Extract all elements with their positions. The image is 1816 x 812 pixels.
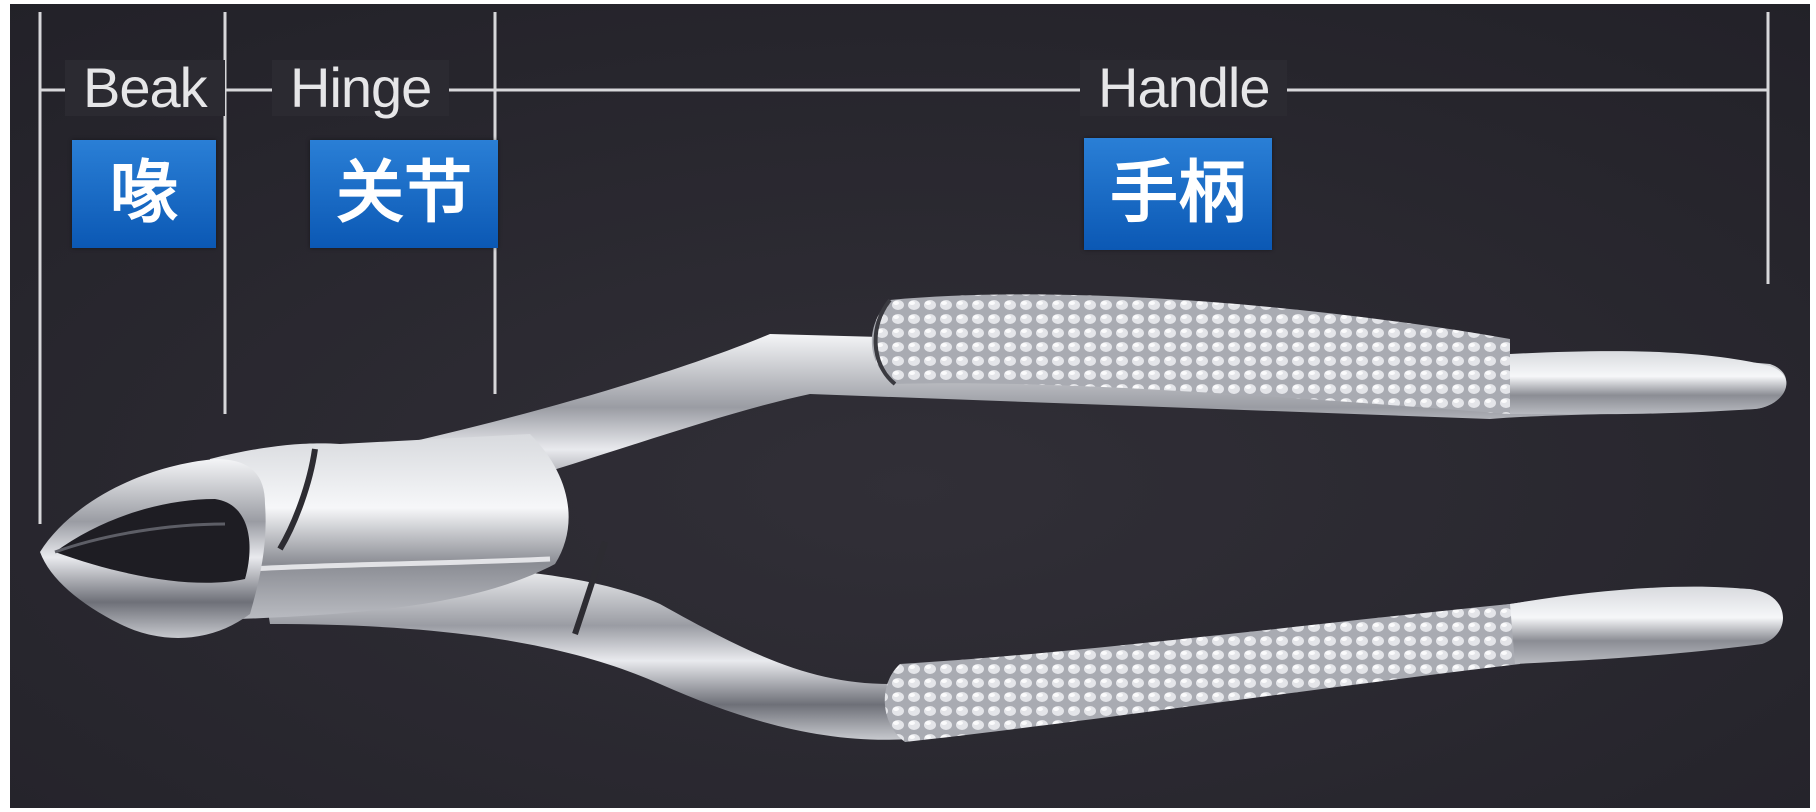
forceps-illustration (10, 4, 1810, 808)
label-hinge-en: Hinge (272, 60, 449, 116)
forceps-diagram: Beak Hinge Handle 喙 关节 手柄 (10, 4, 1810, 808)
label-handle-zh: 手柄 (1084, 138, 1272, 250)
label-handle-en: Handle (1080, 60, 1287, 116)
label-beak-zh: 喙 (72, 140, 216, 248)
label-beak-en: Beak (65, 60, 225, 116)
label-hinge-zh: 关节 (310, 140, 498, 248)
